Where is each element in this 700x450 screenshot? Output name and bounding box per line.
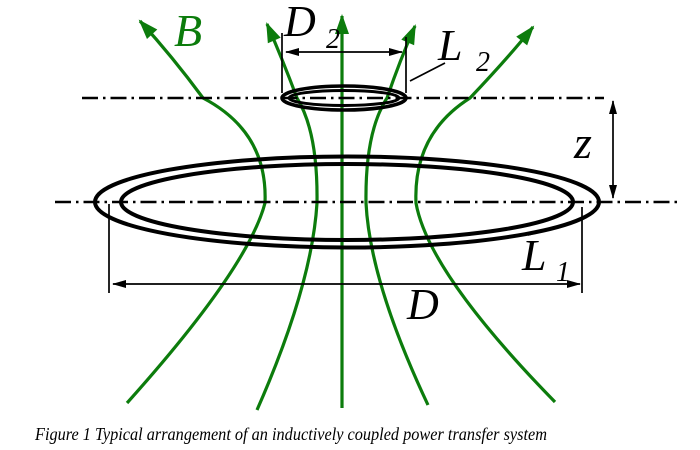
- secondary-diameter-subscript: 2: [326, 24, 340, 55]
- primary-coil-label: L: [521, 231, 546, 280]
- field-line-inner-right: [364, 24, 430, 406]
- secondary-coil-subscript: 2: [476, 47, 490, 78]
- coil-gap-label: z: [573, 117, 592, 168]
- primary-coil-subscript: 1: [556, 257, 570, 288]
- axis-lines: [55, 96, 680, 204]
- field-line-outer-left: [125, 19, 267, 405]
- l1-leader-line: [527, 225, 559, 236]
- dimension-d: [108, 204, 583, 293]
- figure-caption: Figure 1 Typical arrangement of an induc…: [34, 424, 547, 444]
- secondary-coil-label: L: [437, 21, 462, 70]
- secondary-diameter-label: D: [283, 0, 316, 46]
- flux-density-label: B: [174, 5, 202, 56]
- field-line-outer-right: [414, 25, 557, 404]
- dimension-d2: [281, 33, 407, 93]
- magnetic-field-lines: [125, 14, 557, 411]
- field-line-inner-left: [255, 22, 319, 411]
- primary-diameter-label: D: [406, 280, 439, 329]
- l2-leader-line: [409, 62, 446, 82]
